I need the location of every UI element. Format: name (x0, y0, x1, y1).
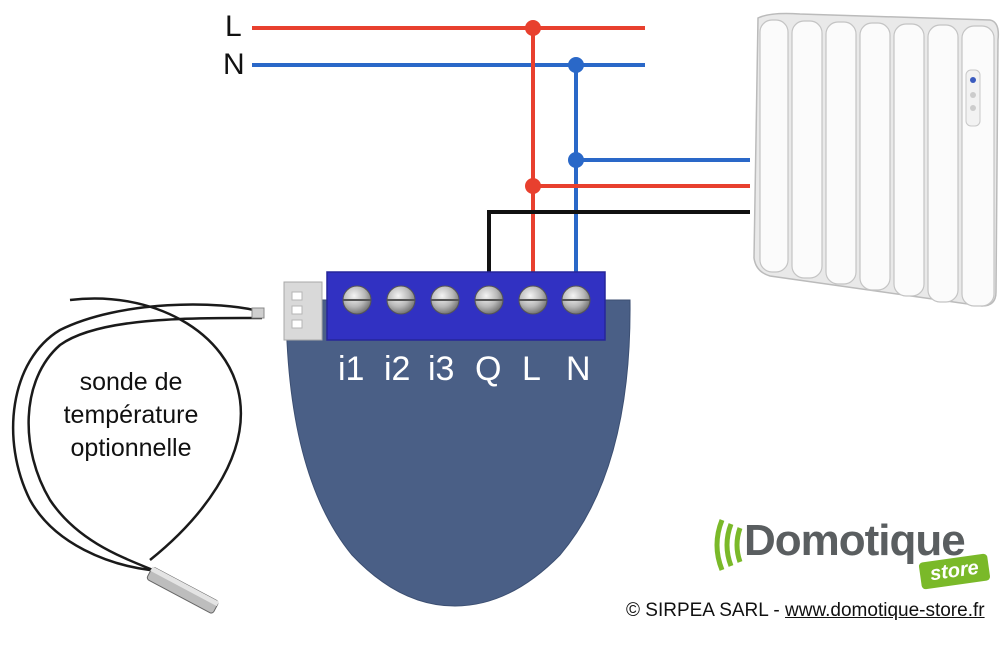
copyright-text: © SIRPEA SARL - (626, 600, 786, 621)
neutral-junction-top (568, 57, 584, 73)
terminal-label-i2: i2 (384, 350, 411, 388)
screw-terminal-icon (430, 285, 460, 315)
radiator-icon (753, 12, 1000, 307)
probe-label-line-2: température (63, 401, 199, 429)
live-junction-radiator (525, 178, 541, 194)
domotique-store-logo: Domotique store (716, 514, 996, 594)
neutral-label: N (223, 48, 245, 81)
terminal-block (326, 271, 606, 341)
pilot-wire (487, 210, 750, 282)
screw-terminal-icon (342, 285, 372, 315)
screw-terminal-icon (386, 285, 416, 315)
website-link[interactable]: www.domotique-store.fr (785, 600, 985, 621)
terminal-label-q: Q (475, 350, 502, 388)
terminal-label-n: N (566, 350, 591, 388)
probe-label-line-3: optionnelle (70, 434, 192, 462)
terminal-label-l: L (522, 350, 541, 388)
terminal-label-i1: i1 (338, 350, 365, 388)
screw-terminal-icon (561, 285, 591, 315)
neutral-junction-radiator (568, 152, 584, 168)
probe-label-line-1: sonde de (79, 368, 183, 396)
screw-terminal-icon (518, 285, 548, 315)
screw-terminal-icon (474, 285, 504, 315)
temperature-probe-icon (11, 297, 265, 614)
terminal-label-i3: i3 (428, 350, 455, 388)
module-body (285, 299, 631, 607)
probe-label: sonde de température optionnelle (36, 366, 226, 465)
screw-terminals (342, 285, 591, 315)
live-label: L (225, 10, 242, 43)
logo-name: Domotique (744, 516, 966, 565)
connector-icon (283, 281, 323, 341)
logo-waves-icon (714, 519, 743, 571)
copyright-line: © SIRPEA SARL - www.domotique-store.fr (626, 600, 985, 622)
live-junction-top (525, 20, 541, 36)
